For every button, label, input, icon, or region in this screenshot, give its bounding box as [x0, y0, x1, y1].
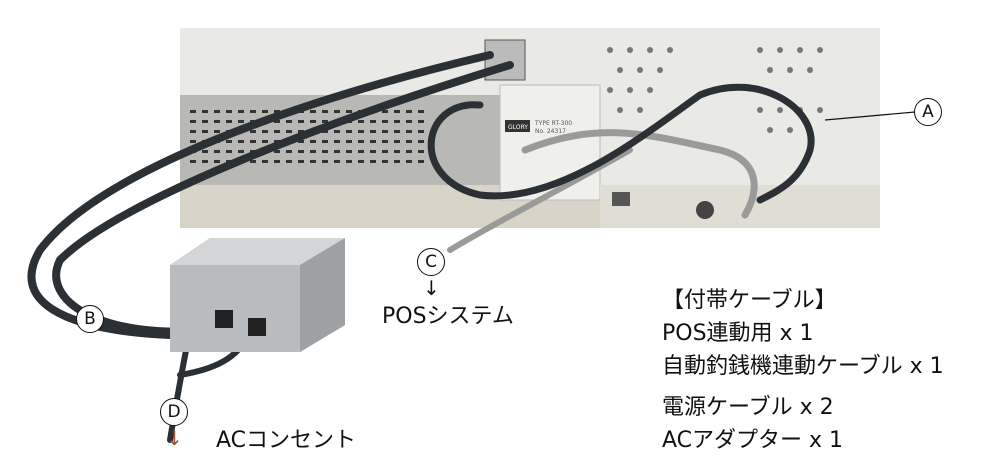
accessory-item: 自動釣銭機連動ケーブル x 1 [662, 354, 944, 379]
callout-c: C [417, 248, 445, 276]
pos-system-label: POSシステム [382, 304, 514, 329]
pos-cable-A [427, 83, 815, 204]
serial-label: No. 24317 [535, 128, 566, 135]
arrow-down-icon: ↓ [166, 426, 183, 450]
accessory-list: 【付帯ケーブル】 POS連動用 x 1 自動釣銭機連動ケーブル x 1 電源ケー… [662, 284, 944, 457]
pos-cable-C [521, 129, 758, 219]
callout-b: B [76, 305, 104, 333]
callout-a: A [914, 98, 942, 126]
cables [27, 51, 815, 443]
callout-a-line [824, 111, 916, 121]
brand-label: GLORY [508, 124, 528, 131]
power-cable-B1 [27, 51, 494, 339]
ac-outlet-label: ACコンセント [216, 428, 357, 453]
callout-d: D [160, 398, 188, 426]
type-label: TYPE RT-300 [534, 120, 572, 127]
accessory-title: 【付帯ケーブル】 [662, 288, 837, 313]
dot-vent [607, 47, 823, 133]
accessory-item: POS連動用 x 1 [662, 321, 814, 346]
accessory-item: ACアダプター x 1 [662, 428, 844, 453]
accessory-item: 電源ケーブル x 2 [662, 395, 834, 420]
arrow-down-icon: ↓ [423, 276, 440, 300]
power-cable-B2 [52, 61, 514, 336]
